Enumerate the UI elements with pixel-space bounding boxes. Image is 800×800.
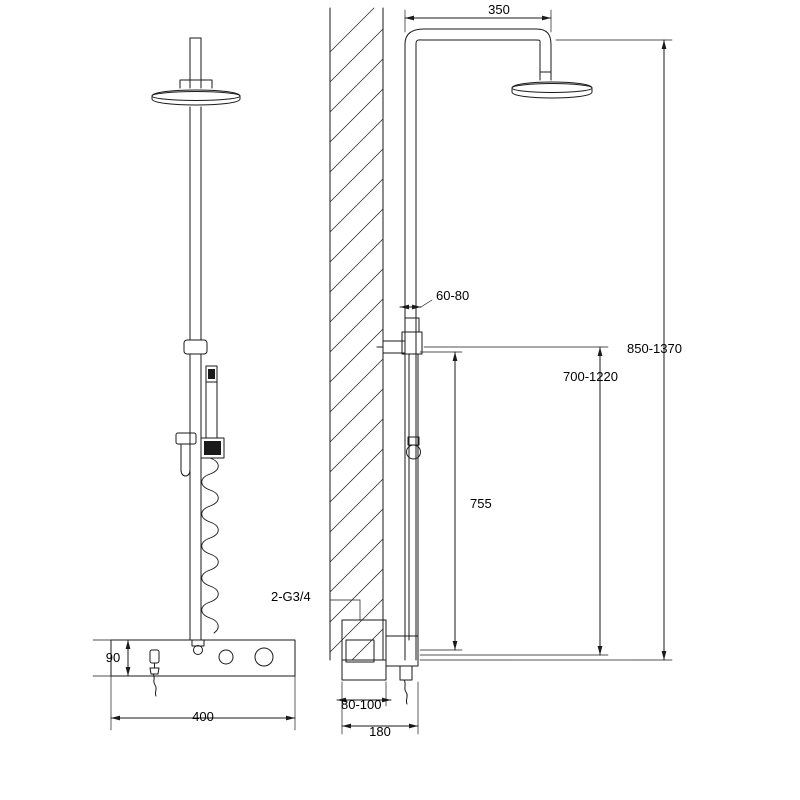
dim-arm-350	[404, 9, 552, 33]
front-upper-bracket	[183, 339, 208, 367]
front-elevation-view	[92, 37, 296, 731]
dim-handset-755	[419, 351, 463, 651]
label-base-90: 90	[106, 650, 120, 665]
wall-section	[329, 7, 384, 661]
dim-slide-700-1220	[419, 346, 609, 656]
front-shower-head	[151, 79, 241, 106]
label-thread-2-g34: 2-G3/4	[271, 589, 311, 604]
front-mixer-body	[110, 639, 296, 677]
side-elevation-view	[329, 7, 593, 705]
label-base-400: 400	[192, 709, 214, 724]
side-slide-bar	[406, 353, 421, 641]
dim-overall-850-1370	[419, 39, 673, 661]
side-riser-and-arm	[404, 28, 552, 661]
front-riser-pipe	[189, 106, 202, 341]
dim-riser-60-80	[399, 299, 433, 317]
dim-depth-180	[341, 681, 419, 735]
front-hose	[201, 457, 219, 634]
label-handset-755: 755	[470, 496, 492, 511]
label-arm-350: 350	[488, 2, 510, 17]
leader-2-g34	[329, 599, 361, 621]
label-slide-700-1220: 700-1220	[563, 369, 618, 384]
label-valve-80-100: 80-100	[341, 697, 381, 712]
dim-base-width-400	[110, 675, 296, 731]
side-dimensions	[336, 9, 673, 735]
front-slide-bar	[189, 365, 202, 641]
side-valve-body	[341, 619, 419, 705]
dim-base-height-90	[92, 639, 136, 677]
label-overall-850-1370: 850-1370	[627, 341, 682, 356]
side-wall-bracket	[376, 317, 423, 355]
front-handset	[175, 365, 225, 477]
side-shower-head	[511, 71, 593, 99]
dim-valve-80-100	[336, 681, 392, 707]
label-riser-60-80: 60-80	[436, 288, 469, 303]
label-depth-180: 180	[369, 724, 391, 739]
front-outlet	[149, 649, 160, 697]
